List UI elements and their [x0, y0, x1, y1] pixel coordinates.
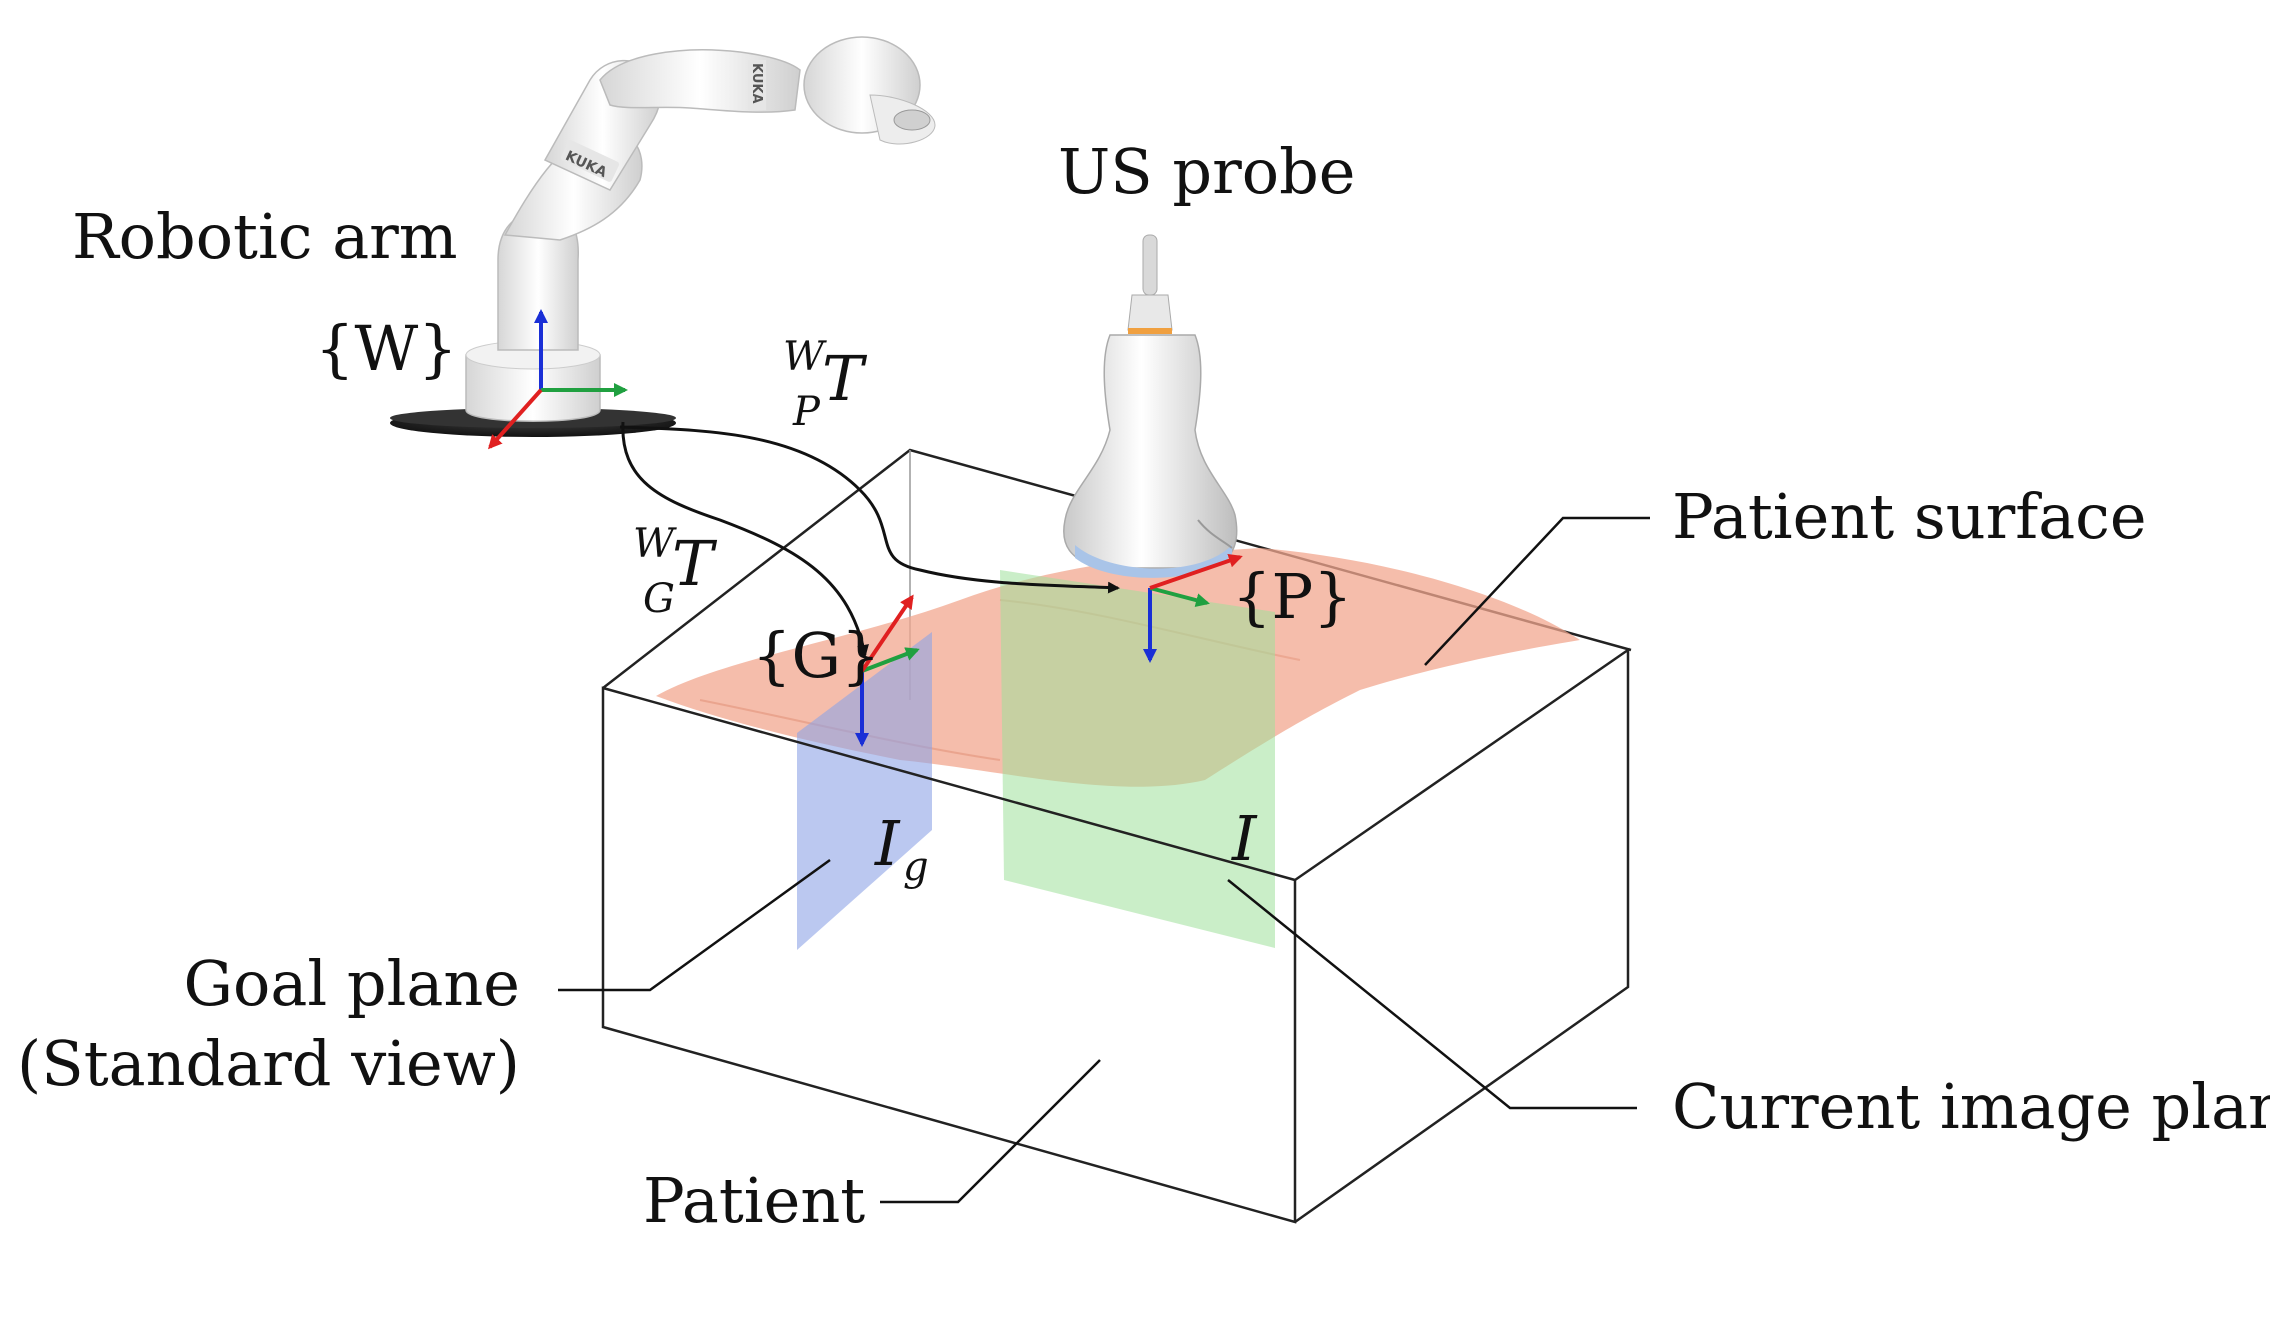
goal-plane-sub-label: (Standard view): [17, 1027, 520, 1100]
robotic-arm-label: Robotic arm: [72, 200, 458, 273]
svg-text:I: I: [874, 807, 901, 880]
frame-g-label: {G}: [752, 619, 880, 692]
transform-wg-curve: [621, 421, 869, 657]
goal-plane-label: Goal plane: [184, 947, 520, 1020]
goal-plane: [797, 632, 932, 950]
patient-box-front: [601, 647, 1630, 1224]
frame-g-axes: [855, 594, 920, 747]
svg-text:P: P: [792, 389, 821, 435]
us-probe-image: [1063, 234, 1238, 578]
patient-surface-label: Patient surface: [1672, 480, 2147, 553]
svg-text:T: T: [822, 342, 868, 415]
svg-text:W: W: [783, 334, 827, 380]
leader-patient-surface: [1424, 516, 1650, 666]
frame-p-label: {P}: [1232, 560, 1353, 633]
transform-wg-label: W T G: [633, 521, 718, 622]
leader-lines: [558, 516, 1650, 1204]
svg-text:g: g: [903, 844, 929, 890]
frame-w-axes: [487, 309, 628, 450]
leader-patient: [880, 1059, 1101, 1204]
leader-current-plane: [1227, 879, 1637, 1110]
current-image-symbol: I: [1231, 802, 1258, 875]
transform-curves: [619, 421, 1120, 657]
svg-text:W: W: [633, 521, 677, 567]
current-image-plane: [1000, 570, 1275, 948]
robot-arm-image: KUKA KUKA: [390, 36, 936, 437]
svg-text:G: G: [643, 576, 675, 622]
goal-image-symbol: I g: [874, 807, 929, 890]
leader-goal-plane: [558, 858, 831, 992]
kuka-logo-forearm: KUKA: [749, 63, 764, 104]
svg-text:T: T: [672, 527, 718, 600]
frame-w-label: {W}: [315, 312, 458, 385]
transform-wp-curve: [619, 425, 1120, 594]
current-image-plane-label: Current image plane: [1672, 1070, 2270, 1143]
transform-wp-label: W T P: [783, 334, 868, 435]
us-probe-label: US probe: [1058, 135, 1355, 208]
patient-label: Patient: [643, 1164, 865, 1237]
frame-p-axes: [1143, 553, 1243, 663]
